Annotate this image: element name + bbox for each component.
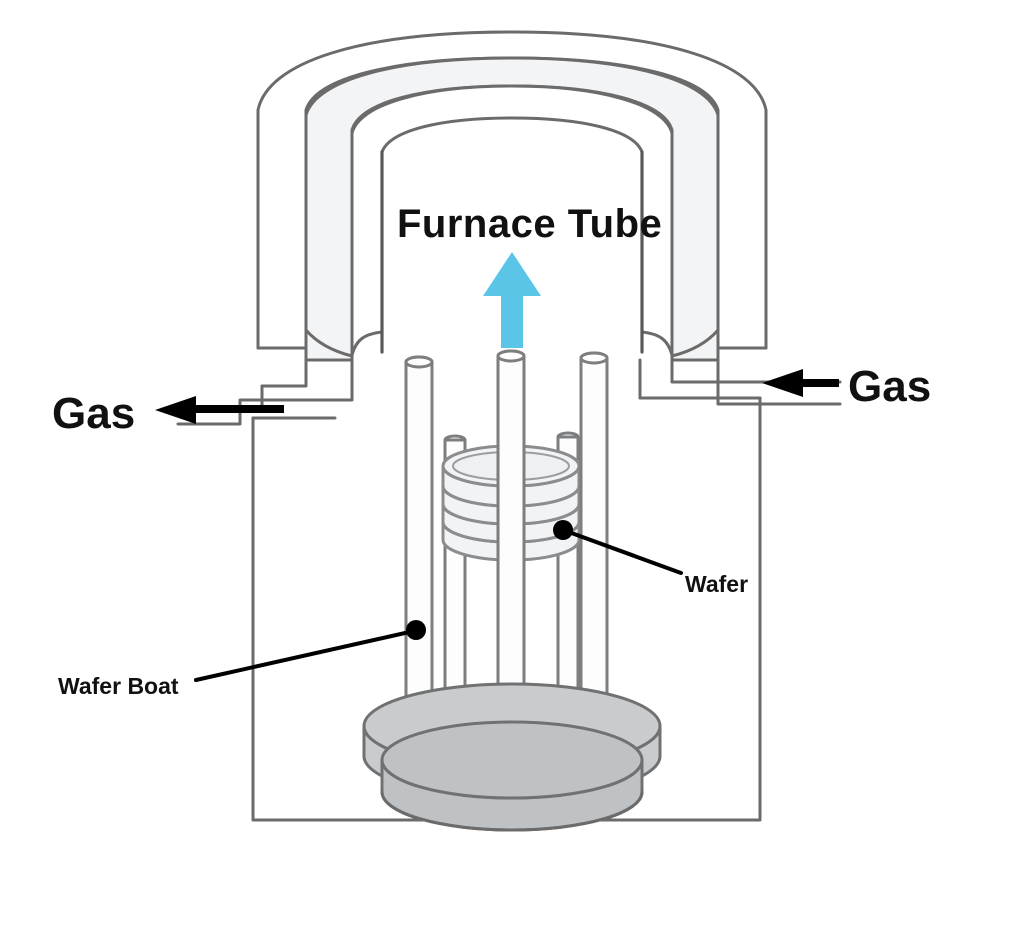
wafer-callout-leader	[553, 520, 683, 575]
furnace-tube-wall	[350, 84, 674, 357]
page-title: Furnace Tube	[397, 202, 662, 246]
gas-outlet-pipe	[176, 358, 354, 426]
gas-outlet-arrow	[155, 396, 284, 424]
upward-gas-flow-arrow	[483, 252, 541, 348]
furnace-skirt	[304, 328, 720, 358]
wafer-boat-label: Wafer Boat	[58, 673, 179, 699]
wafer-boat-rods-front	[404, 349, 609, 732]
gas-outlet-label: Gas	[52, 389, 135, 438]
gas-inlet-label: Gas	[848, 362, 931, 411]
gas-inlet-arrow	[762, 369, 839, 397]
wafer-label: Wafer	[685, 571, 748, 597]
pedestal-base	[362, 682, 662, 832]
wafer-boat-callout-leader	[194, 620, 426, 682]
